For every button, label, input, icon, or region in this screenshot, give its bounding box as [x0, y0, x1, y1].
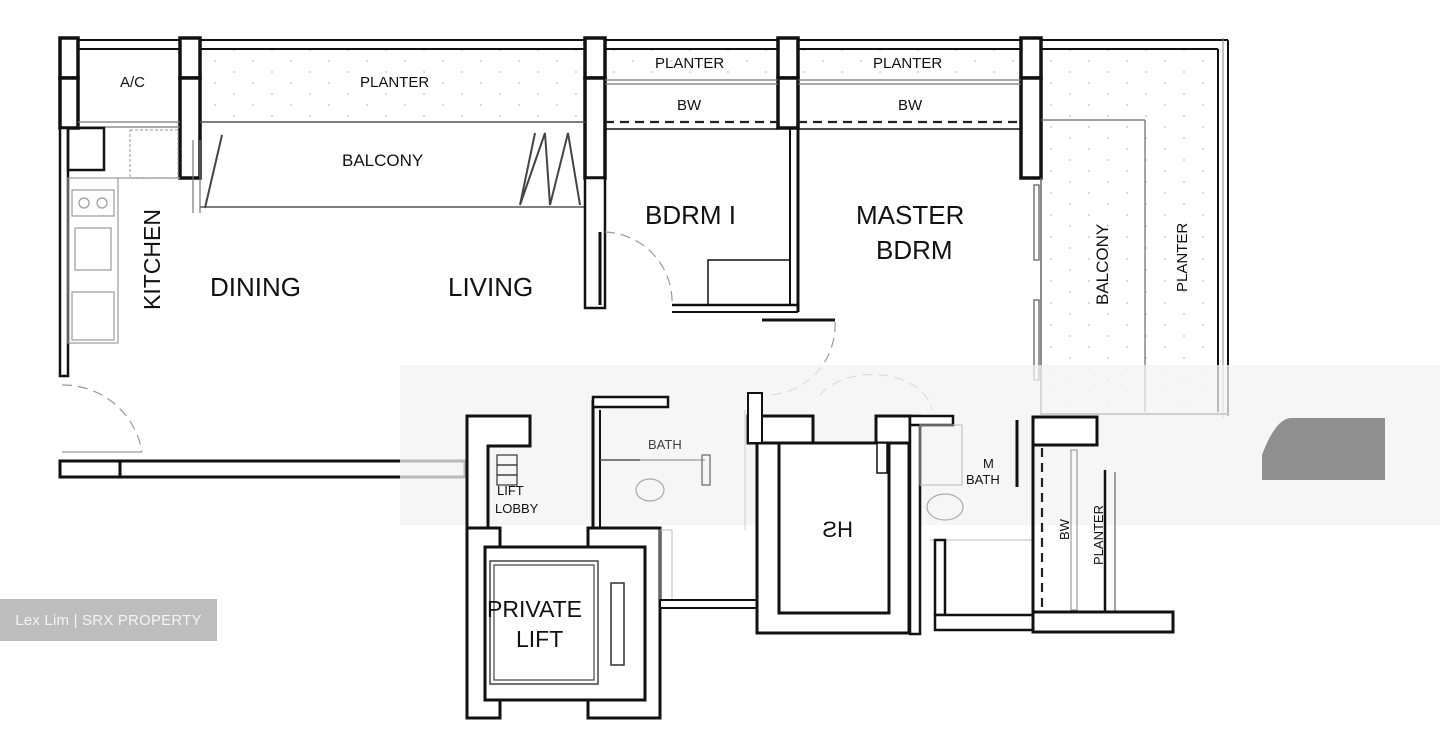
label-planter-top-mid: PLANTER [655, 55, 724, 72]
label-bw-2: BW [898, 97, 923, 114]
label-master-1: MASTER [856, 200, 964, 230]
toilet-icon [635, 478, 665, 502]
label-balcony-main: BALCONY [342, 151, 423, 170]
columns [58, 36, 1043, 180]
planter-right-fill [1043, 50, 1213, 410]
private-lift [465, 526, 662, 720]
lobby-shaft-icon [496, 454, 518, 486]
label-bw-side: BW [1057, 518, 1072, 540]
label-planter-top-left: PLANTER [360, 74, 429, 91]
watermark-badge: Lex Lim | SRX PROPERTY [0, 599, 217, 641]
main-balcony [192, 132, 585, 213]
common-bath [600, 410, 759, 609]
master-toilet-icon [926, 493, 964, 521]
kitchen-area [58, 126, 180, 453]
watermark-text: Lex Lim | SRX PROPERTY [15, 611, 202, 629]
label-lift-lobby-1: LIFT [497, 483, 524, 498]
label-balcony-side: BALCONY [1093, 224, 1112, 305]
label-common-bath: BATH [648, 437, 682, 452]
label-dining: DINING [210, 272, 301, 302]
label-planter-bottom: PLANTER [1091, 505, 1106, 565]
label-kitchen: KITCHEN [139, 209, 165, 310]
label-private-lift-2: LIFT [516, 626, 563, 652]
photo-smudge [1262, 418, 1385, 480]
planter-top-mid-fill [605, 50, 1025, 78]
bedroom-1-walls [583, 128, 836, 396]
label-private-lift-1: PRIVATE [487, 596, 582, 622]
planter-top-fill [200, 50, 585, 122]
master-bath [908, 414, 1035, 636]
room-labels: A/C PLANTER PLANTER PLANTER BW BW BALCON… [120, 55, 1191, 652]
label-master-bath-2: BATH [966, 472, 1000, 487]
right-column-area [1031, 415, 1175, 634]
label-planter-top-right: PLANTER [873, 55, 942, 72]
label-bw-1: BW [677, 97, 702, 114]
label-living: LIVING [448, 272, 533, 302]
label-bedroom-1: BDRM I [645, 200, 736, 230]
label-lift-lobby-2: LOBBY [495, 501, 539, 516]
label-master-2: BDRM [876, 235, 953, 265]
label-master-bath-1: M [983, 456, 994, 471]
label-planter-side: PLANTER [1174, 223, 1191, 292]
label-household-shelter: HS [822, 517, 853, 542]
label-ac: A/C [120, 74, 145, 91]
household-shelter [746, 392, 912, 635]
top-dividers [78, 79, 1146, 412]
